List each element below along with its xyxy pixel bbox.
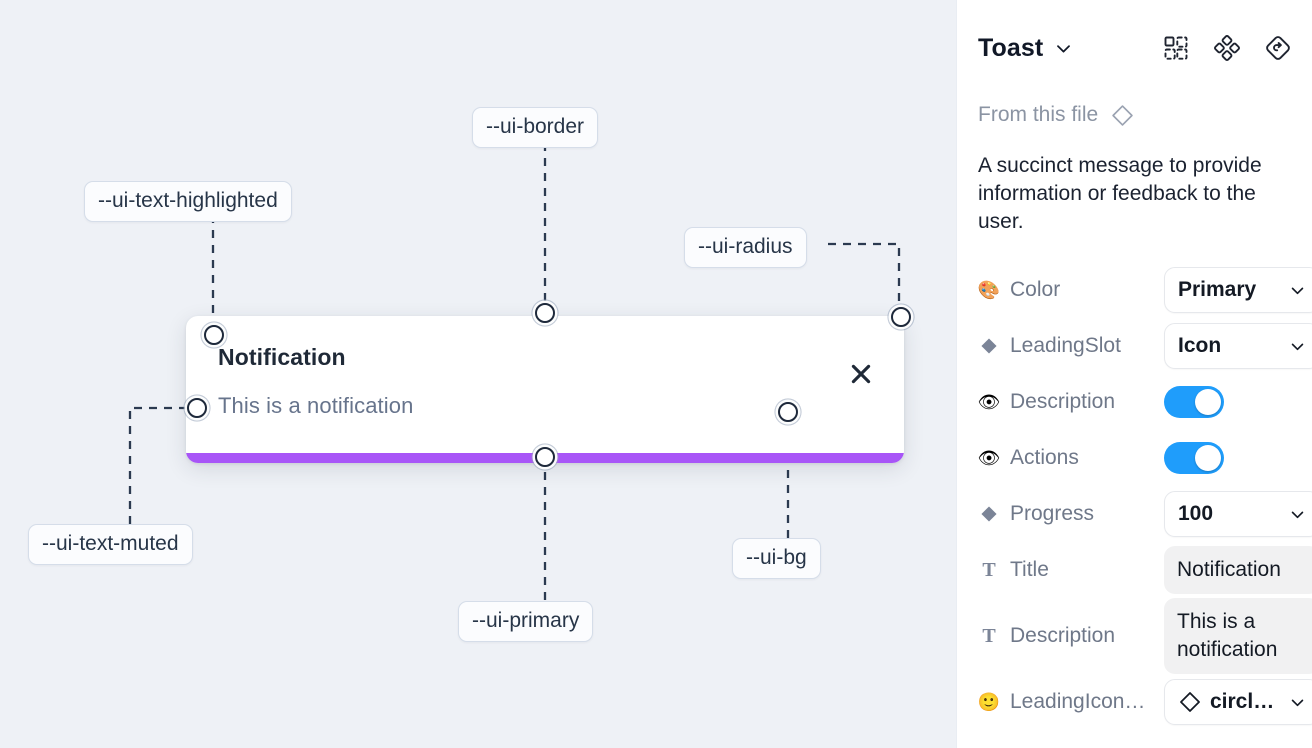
diamond-filled-icon bbox=[978, 505, 1000, 523]
anchor-handle-radius[interactable] bbox=[891, 307, 911, 327]
eye-emoji-icon: 👁 bbox=[977, 448, 1001, 469]
smiley-emoji-icon: 🙂 bbox=[977, 692, 1001, 713]
toast-component-preview[interactable]: Notification This is a notification bbox=[186, 316, 904, 463]
diamond-icon bbox=[1110, 103, 1135, 128]
description-toggle[interactable] bbox=[1164, 386, 1224, 419]
page-title: Toast bbox=[978, 33, 1044, 62]
text-t-icon: T bbox=[982, 625, 996, 648]
diamond-filled-icon bbox=[978, 337, 1000, 355]
toggle-knob bbox=[1195, 389, 1221, 416]
property-row-title: T Title Notification bbox=[957, 542, 1312, 598]
anchor-handle-bg[interactable] bbox=[778, 402, 798, 422]
token-chip-ui-text-muted[interactable]: --ui-text-muted bbox=[28, 524, 193, 566]
component-dots-icon[interactable] bbox=[1214, 35, 1240, 61]
token-chip-ui-bg[interactable]: --ui-bg bbox=[732, 538, 821, 580]
property-label-actions-visibility: Actions bbox=[1010, 446, 1079, 470]
panel-header: Toast bbox=[957, 0, 1312, 96]
property-label-leading-icon: LeadingIcon… bbox=[1010, 690, 1146, 714]
actions-toggle[interactable] bbox=[1164, 442, 1224, 475]
eye-emoji-icon: 👁 bbox=[977, 392, 1001, 413]
property-list: 🎨 Color Primary bbox=[957, 262, 1312, 730]
leading-slot-select-value: Icon bbox=[1178, 334, 1222, 358]
token-chip-ui-radius[interactable]: --ui-radius bbox=[684, 227, 807, 269]
panel-header-actions bbox=[1163, 35, 1291, 61]
token-chip-ui-border[interactable]: --ui-border bbox=[472, 107, 599, 149]
toast-title: Notification bbox=[218, 344, 346, 370]
chevron-down-icon[interactable] bbox=[1054, 39, 1073, 58]
progress-select[interactable]: 100 bbox=[1164, 491, 1312, 538]
property-row-leading-icon: 🙂 LeadingIcon… circle… bbox=[957, 674, 1312, 730]
leading-icon-select[interactable]: circle… bbox=[1164, 679, 1312, 726]
property-row-color: 🎨 Color Primary bbox=[957, 262, 1312, 318]
token-chip-ui-primary[interactable]: --ui-primary bbox=[458, 601, 594, 643]
property-row-actions-visibility: 👁 Actions bbox=[957, 430, 1312, 486]
anchor-handle-text-muted[interactable] bbox=[187, 398, 207, 418]
from-this-file-row[interactable]: From this file bbox=[957, 96, 1312, 134]
palette-emoji-icon: 🎨 bbox=[977, 280, 1001, 301]
properties-panel: Toast bbox=[956, 0, 1312, 748]
property-label-progress: Progress bbox=[1010, 502, 1095, 526]
description-input[interactable]: This is a notification bbox=[1164, 598, 1312, 675]
close-icon[interactable] bbox=[848, 361, 874, 387]
chevron-down-icon bbox=[1289, 338, 1306, 355]
token-chip-ui-text-highlighted[interactable]: --ui-text-highlighted bbox=[84, 181, 292, 223]
property-label-title: Title bbox=[1010, 558, 1049, 582]
color-select-value: Primary bbox=[1178, 278, 1257, 302]
property-label-description-visibility: Description bbox=[1010, 390, 1116, 414]
property-row-progress: Progress 100 bbox=[957, 486, 1312, 542]
toggle-knob bbox=[1195, 445, 1221, 472]
design-canvas[interactable]: Notification This is a notification --ui… bbox=[0, 0, 956, 748]
property-row-description-text: T Description This is a notification bbox=[957, 598, 1312, 675]
from-this-file-label: From this file bbox=[978, 103, 1099, 126]
property-label-leading-slot: LeadingSlot bbox=[1010, 334, 1121, 358]
text-t-icon: T bbox=[982, 559, 996, 582]
component-description: A succinct message to provide informatio… bbox=[978, 154, 1262, 234]
anchor-handle-border[interactable] bbox=[535, 303, 555, 323]
anchor-handle-text-highlighted[interactable] bbox=[204, 325, 224, 345]
leading-icon-select-value: circle… bbox=[1210, 690, 1281, 714]
chevron-down-icon bbox=[1289, 506, 1306, 523]
chevron-down-icon bbox=[1289, 282, 1306, 299]
reset-instance-icon[interactable] bbox=[1265, 35, 1291, 61]
anchor-handle-primary[interactable] bbox=[535, 447, 555, 467]
property-row-description-visibility: 👁 Description bbox=[957, 374, 1312, 430]
progress-select-value: 100 bbox=[1178, 502, 1214, 526]
chevron-down-icon bbox=[1289, 694, 1306, 711]
toast-description: This is a notification bbox=[218, 393, 414, 418]
property-label-description-text: Description bbox=[1010, 624, 1116, 648]
leading-slot-select[interactable]: Icon bbox=[1164, 323, 1312, 370]
property-row-leading-slot: LeadingSlot Icon bbox=[957, 318, 1312, 374]
color-select[interactable]: Primary bbox=[1164, 267, 1312, 314]
variants-grid-icon[interactable] bbox=[1163, 35, 1189, 61]
title-input[interactable]: Notification bbox=[1164, 546, 1312, 595]
diamond-icon bbox=[1178, 690, 1202, 714]
property-label-color: Color bbox=[1010, 278, 1061, 302]
